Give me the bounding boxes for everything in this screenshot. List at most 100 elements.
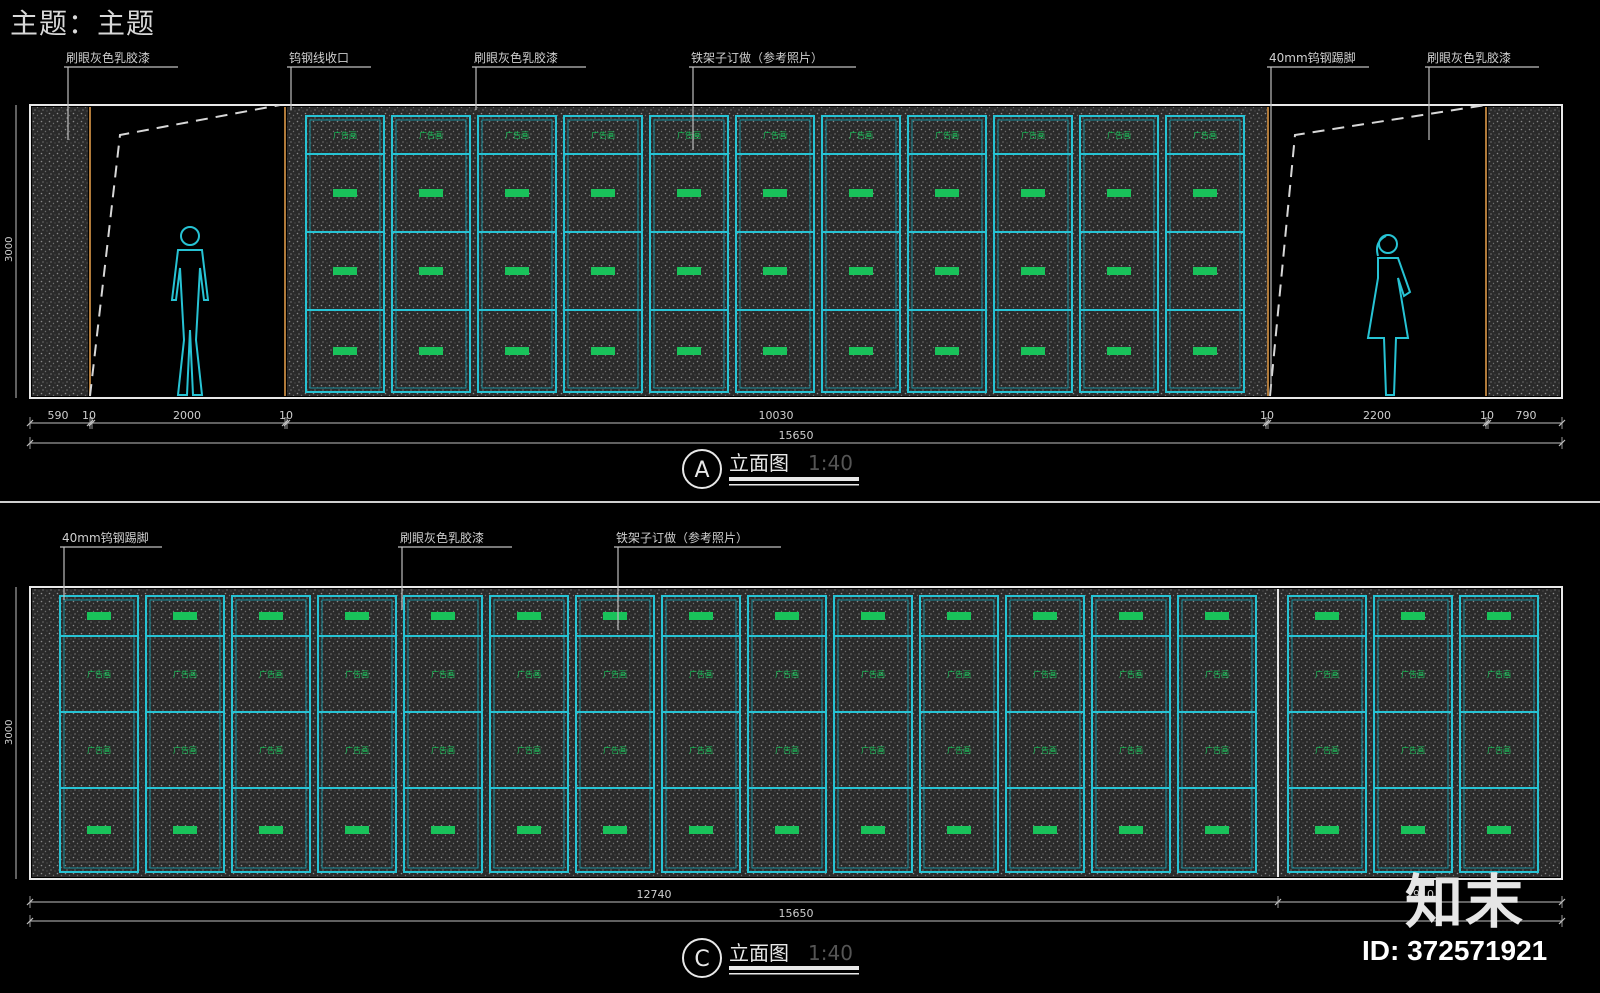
- shelf-display-block: [431, 826, 455, 834]
- shelf-display-block: [763, 267, 787, 275]
- shelf-unit-a-5: 广告画: [649, 115, 729, 393]
- elevation-c-title-letter: C: [694, 947, 709, 972]
- elevation-a: 广告画广告画广告画广告画广告画广告画广告画广告画广告画广告画广告画 刷眼灰色乳胶…: [4, 50, 1566, 489]
- shelf-display-block: [775, 612, 799, 620]
- shelf-display-block: [677, 347, 701, 355]
- annotation-label: 40mm钨钢踢脚: [62, 530, 149, 545]
- shelf-tag: 广告画: [333, 130, 357, 140]
- shelf-tag: 广告画: [1193, 130, 1217, 140]
- shelf-tag: 广告画: [1021, 130, 1045, 140]
- shelf-tag: 广告画: [1401, 745, 1425, 755]
- dimension-label: 10: [1480, 409, 1494, 422]
- shelf-display-block: [947, 826, 971, 834]
- elevation-c-dimensions: 12740 2910 15650: [26, 888, 1566, 927]
- shelf-tag: 广告画: [849, 130, 873, 140]
- elevation-a-left-wall: [32, 107, 88, 396]
- shelf-display-block: [517, 826, 541, 834]
- shelf-tag: 广告画: [419, 130, 443, 140]
- dimension-label: 10: [82, 409, 96, 422]
- shelf-tag: 广告画: [1487, 745, 1511, 755]
- shelf-display-block: [431, 612, 455, 620]
- shelf-tag: 广告画: [517, 669, 541, 679]
- elevation-c: 广告画广告画广告画广告画广告画广告画广告画广告画广告画广告画广告画广告画广告画广…: [4, 530, 1566, 978]
- shelf-tag: 广告画: [947, 669, 971, 679]
- shelf-tag: 广告画: [1487, 669, 1511, 679]
- brand-logo: 知末: [1405, 868, 1526, 936]
- shelf-tag: 广告画: [87, 669, 111, 679]
- shelf-display-block: [87, 612, 111, 620]
- shelf-display-block: [419, 347, 443, 355]
- shelf-display-block: [775, 826, 799, 834]
- shelf-display-block: [1315, 612, 1339, 620]
- shelf-display-block: [1033, 826, 1057, 834]
- shelf-display-block: [1487, 826, 1511, 834]
- dimension-label: 2910: [1406, 888, 1434, 901]
- page-title: 主题：主题: [10, 7, 156, 40]
- shelf-tag: 广告画: [775, 669, 799, 679]
- dimension-label: 790: [1516, 409, 1537, 422]
- shelf-display-block: [1487, 612, 1511, 620]
- shelf-tag: 广告画: [517, 745, 541, 755]
- shelf-tag: 广告画: [1315, 745, 1339, 755]
- elevation-c-title-bubble: [682, 938, 722, 978]
- shelf-display-block: [333, 347, 357, 355]
- shelf-tag: 广告画: [861, 745, 885, 755]
- shelf-tag: 广告画: [689, 745, 713, 755]
- shelf-tag: 广告画: [947, 745, 971, 755]
- shelf-tag: 广告画: [677, 130, 701, 140]
- shelf-display-block: [1119, 612, 1143, 620]
- shelf-tag: 广告画: [861, 669, 885, 679]
- shelf-unit-a-11: 广告画: [1165, 115, 1245, 393]
- shelf-tag: 广告画: [259, 745, 283, 755]
- shelf-display-block: [1119, 826, 1143, 834]
- dimension-label: 590: [48, 409, 69, 422]
- dimension-label: 2200: [1363, 409, 1391, 422]
- dimension-label: 12740: [637, 888, 672, 901]
- shelf-unit-a-2: 广告画: [391, 115, 471, 393]
- dimension-label: 15650: [779, 907, 814, 920]
- shelf-tag: 广告画: [1205, 669, 1229, 679]
- shelf-unit-a-7: 广告画: [821, 115, 901, 393]
- elevation-a-title-letter: A: [694, 458, 709, 483]
- annotation-label: 刷眼灰色乳胶漆: [474, 50, 558, 65]
- annotation-label: 刷眼灰色乳胶漆: [400, 530, 484, 545]
- shelf-tag: 广告画: [345, 669, 369, 679]
- shelf-display-block: [861, 612, 885, 620]
- shelf-display-block: [935, 347, 959, 355]
- elevation-c-height-dim: 3000: [4, 720, 15, 745]
- shelf-display-block: [935, 189, 959, 197]
- shelf-tag: 广告画: [173, 669, 197, 679]
- shelf-display-block: [763, 189, 787, 197]
- shelf-unit-a-3: 广告画: [477, 115, 557, 393]
- annotation-label: 钨钢线收口: [289, 50, 349, 65]
- elevation-a-title-text: 立面图: [729, 451, 789, 475]
- shelf-display-block: [1193, 267, 1217, 275]
- shelf-display-block: [1401, 826, 1425, 834]
- shelf-unit-a-1: 广告画: [305, 115, 385, 393]
- shelf-tag: 广告画: [689, 669, 713, 679]
- shelf-display-block: [1401, 612, 1425, 620]
- shelf-tag: 广告画: [1315, 669, 1339, 679]
- shelf-display-block: [849, 267, 873, 275]
- shelf-tag: 广告画: [1401, 669, 1425, 679]
- annotation-label: 铁架子订做（参考照片）: [691, 50, 823, 65]
- shelf-tag: 广告画: [431, 669, 455, 679]
- annotation-label: 40mm钨钢踢脚: [1269, 50, 1356, 65]
- shelf-tag: 广告画: [1033, 669, 1057, 679]
- shelf-tag: 广告画: [1119, 745, 1143, 755]
- shelf-tag: 广告画: [87, 745, 111, 755]
- shelf-display-block: [1021, 189, 1045, 197]
- shelf-display-block: [591, 267, 615, 275]
